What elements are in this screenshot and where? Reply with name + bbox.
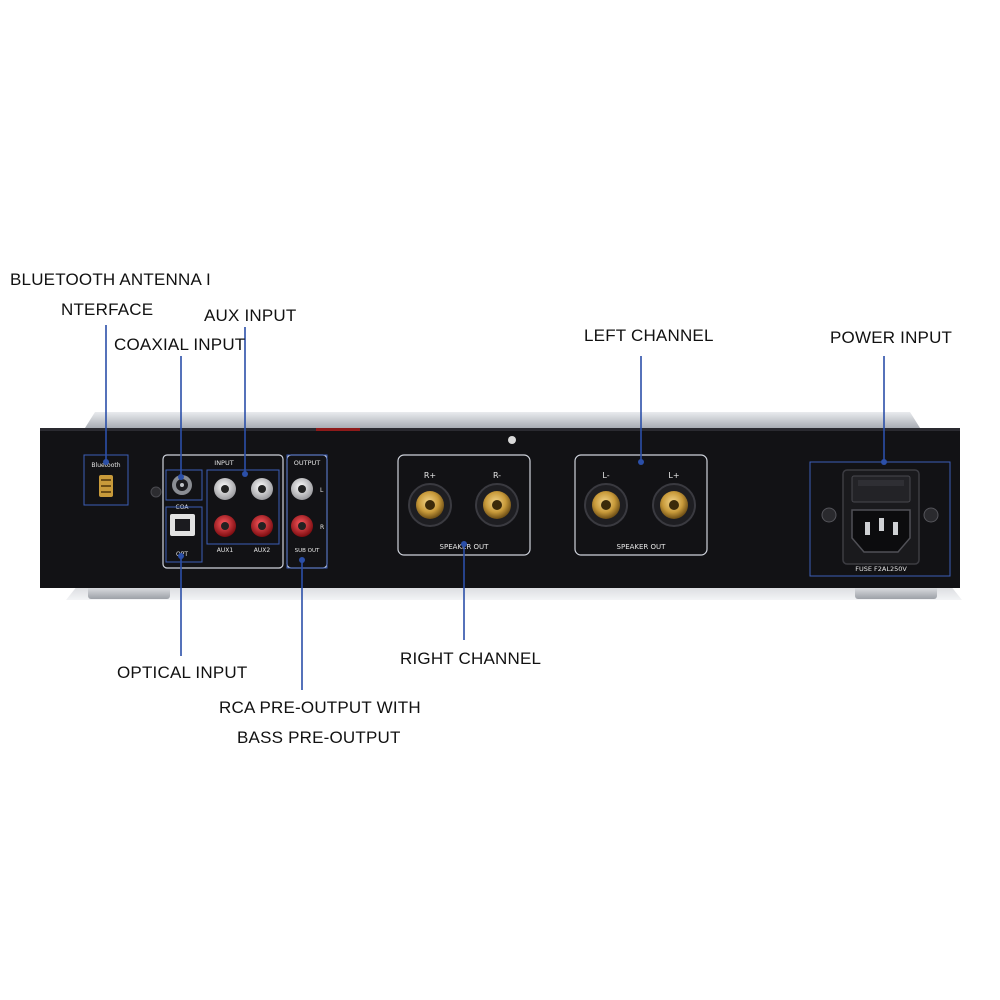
- antenna-thread-3: [101, 491, 111, 493]
- power-callout: POWER INPUT: [830, 328, 952, 347]
- l-minus-label: L-: [602, 471, 609, 480]
- coaxial-highlight-box: [165, 469, 203, 501]
- optical-leader-dot: [178, 553, 184, 559]
- l-plus-label: L+: [668, 471, 679, 480]
- power-leader-dot: [881, 459, 887, 465]
- left-speaker-out-label: SPEAKER OUT: [617, 543, 667, 551]
- aux2-left-rca-hole: [258, 485, 266, 493]
- left-channel-callout: LEFT CHANNEL: [584, 326, 714, 345]
- aux2-panel-label: AUX2: [254, 547, 271, 554]
- pre-out-left-rca-hole: [298, 485, 306, 493]
- top-accent: [316, 428, 360, 431]
- sub-out-panel-label: SUB OUT: [295, 548, 320, 554]
- output-panel-label: OUTPUT: [294, 459, 321, 467]
- base-plate: [66, 585, 962, 600]
- aux-highlight-box: [206, 469, 280, 545]
- rca-callout-line1: RCA PRE-OUTPUT WITH: [219, 698, 421, 717]
- aux1-left-rca-hole: [221, 485, 229, 493]
- socket-pin-right: [893, 522, 898, 535]
- output-l-label: L: [320, 487, 324, 494]
- output-section: OUTPUT L R SUB OUT: [286, 454, 328, 569]
- aux1-panel-label: AUX1: [217, 547, 234, 554]
- panel-edge: [40, 428, 960, 431]
- optical-callout: OPTICAL INPUT: [117, 663, 247, 682]
- output-r-label: R: [320, 524, 324, 531]
- rca-pre-output-leader-dot: [299, 557, 305, 563]
- coaxial-leader-dot: [178, 474, 184, 480]
- aux-leader-dot: [242, 471, 248, 477]
- l-plus-post-hole: [669, 500, 679, 510]
- input-screw: [150, 486, 162, 498]
- r-minus-post-hole: [492, 500, 502, 510]
- left-channel-leader-dot: [638, 459, 644, 465]
- antenna-thread-1: [101, 479, 111, 481]
- antenna-thread-2: [101, 485, 111, 487]
- l-minus-post-hole: [601, 500, 611, 510]
- input-frame: [162, 454, 284, 569]
- aux2-right-rca-hole: [258, 522, 266, 530]
- power-screw-right: [923, 507, 939, 523]
- power-input-section: FUSE F2AL250V: [809, 461, 951, 577]
- right-speaker-section: R+ R- SPEAKER OUT: [397, 454, 531, 556]
- rca-callout-line2: BASS PRE-OUTPUT: [237, 728, 401, 747]
- output-highlight-box: [286, 454, 328, 569]
- right-channel-callout: RIGHT CHANNEL: [400, 649, 541, 668]
- fuse-drawer-icon[interactable]: [851, 475, 911, 503]
- socket-pin-left: [865, 522, 870, 535]
- optical-jack-port: [175, 519, 190, 531]
- fuse-drawer-slot: [858, 480, 904, 486]
- aux1-right-rca-hole: [221, 522, 229, 530]
- bluetooth-callout-line2: NTERFACE: [61, 300, 153, 319]
- leader-lines: [103, 325, 887, 690]
- power-screw-left: [821, 507, 837, 523]
- r-minus-label: R-: [493, 471, 501, 480]
- top-plate: [85, 412, 920, 428]
- coaxial-jack-pin: [180, 483, 184, 487]
- right-channel-leader-dot: [461, 541, 467, 547]
- r-plus-label: R+: [424, 471, 436, 480]
- r-plus-post-hole: [425, 500, 435, 510]
- power-highlight-box: [809, 461, 951, 577]
- callout-labels: BLUETOOTH ANTENNA I NTERFACE AUX INPUT C…: [10, 270, 952, 747]
- bluetooth-leader-dot: [103, 459, 109, 465]
- fuse-rating-label: FUSE F2AL250V: [855, 565, 907, 573]
- bluetooth-panel-label: Bluetooth: [91, 462, 120, 469]
- pre-out-right-rca-hole: [298, 522, 306, 530]
- aux-callout: AUX INPUT: [204, 306, 296, 325]
- panel-screw: [508, 436, 516, 444]
- input-panel-label: INPUT: [214, 459, 233, 467]
- socket-pin-earth: [879, 518, 884, 531]
- coaxial-callout: COAXIAL INPUT: [114, 335, 245, 354]
- bluetooth-callout-line1: BLUETOOTH ANTENNA I: [10, 270, 211, 289]
- input-section: INPUT COA OPT AUX1 AUX2: [150, 454, 284, 569]
- optical-highlight-box: [165, 506, 203, 563]
